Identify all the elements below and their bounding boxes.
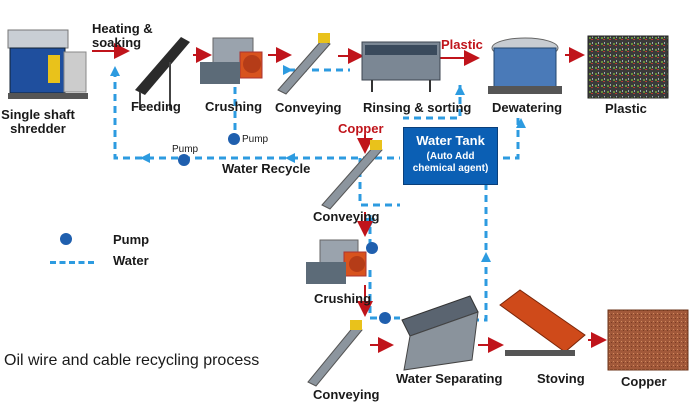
legend-pump-label: Pump	[113, 232, 150, 247]
water-tank-title: Water Tank	[416, 133, 485, 148]
page-title: Oil wire and cable recycling process	[4, 352, 260, 369]
label-dewatering: Dewatering	[492, 100, 563, 115]
label-conveying-2: Conveying	[313, 209, 380, 224]
label-rinsing-sorting: Rinsing & sorting	[363, 100, 472, 115]
screw-conveyor-icon-2	[321, 140, 383, 210]
water-tank-subtitle: (Auto Add chemical agent)	[412, 151, 489, 174]
pump-icon-2	[178, 154, 190, 166]
label-water-separating: Water Separating	[396, 371, 503, 386]
label-crushing-1: Crushing	[205, 99, 263, 114]
material-flow-arrows	[92, 43, 607, 353]
label-plastic-flow: Plastic	[441, 37, 483, 52]
label-pump-1: Pump	[242, 134, 269, 145]
label-copper-output: Copper	[621, 374, 667, 389]
label-plastic-output: Plastic	[605, 101, 647, 116]
crusher-machine-icon-1	[200, 37, 263, 84]
label-copper-flow: Copper	[338, 121, 384, 136]
label-feeding: Feeding	[131, 99, 181, 114]
copper-output-image	[607, 309, 689, 371]
dewatering-machine-icon	[488, 37, 562, 94]
feeding-conveyor-icon	[135, 37, 190, 110]
label-heating-soaking: Heating & soaking	[92, 21, 153, 50]
screw-conveyor-icon-3	[307, 320, 363, 387]
label-conveying-1: Conveying	[275, 100, 342, 115]
label-water-recycle: Water Recycle	[222, 161, 311, 176]
label-stoving: Stoving	[537, 371, 585, 386]
water-tank-box: Water Tank (Auto Add chemical agent)	[403, 127, 498, 185]
plastic-output-image	[587, 35, 669, 99]
pumps	[178, 133, 391, 324]
pump-icon-1	[228, 133, 240, 145]
screw-conveyor-icon-1	[277, 33, 331, 95]
stoving-dryer-icon	[499, 289, 586, 356]
water-flow-arrows	[110, 65, 526, 262]
shredder-machine-icon	[7, 29, 88, 99]
label-conveying-3: Conveying	[313, 387, 380, 402]
pump-icon-4	[379, 312, 391, 324]
legend-pump-icon	[60, 233, 72, 245]
legend-water-label: Water	[113, 253, 149, 268]
rinsing-tank-icon	[361, 41, 441, 92]
crusher-machine-icon-2	[306, 239, 367, 284]
label-pump-2: Pump	[172, 144, 199, 155]
label-single-shaft-shredder: Single shaft shredder	[1, 107, 75, 136]
pump-icon-3	[366, 242, 378, 254]
legend-water-line-icon	[50, 261, 94, 264]
label-crushing-2: Crushing	[314, 291, 372, 306]
water-separating-table-icon	[401, 295, 479, 371]
